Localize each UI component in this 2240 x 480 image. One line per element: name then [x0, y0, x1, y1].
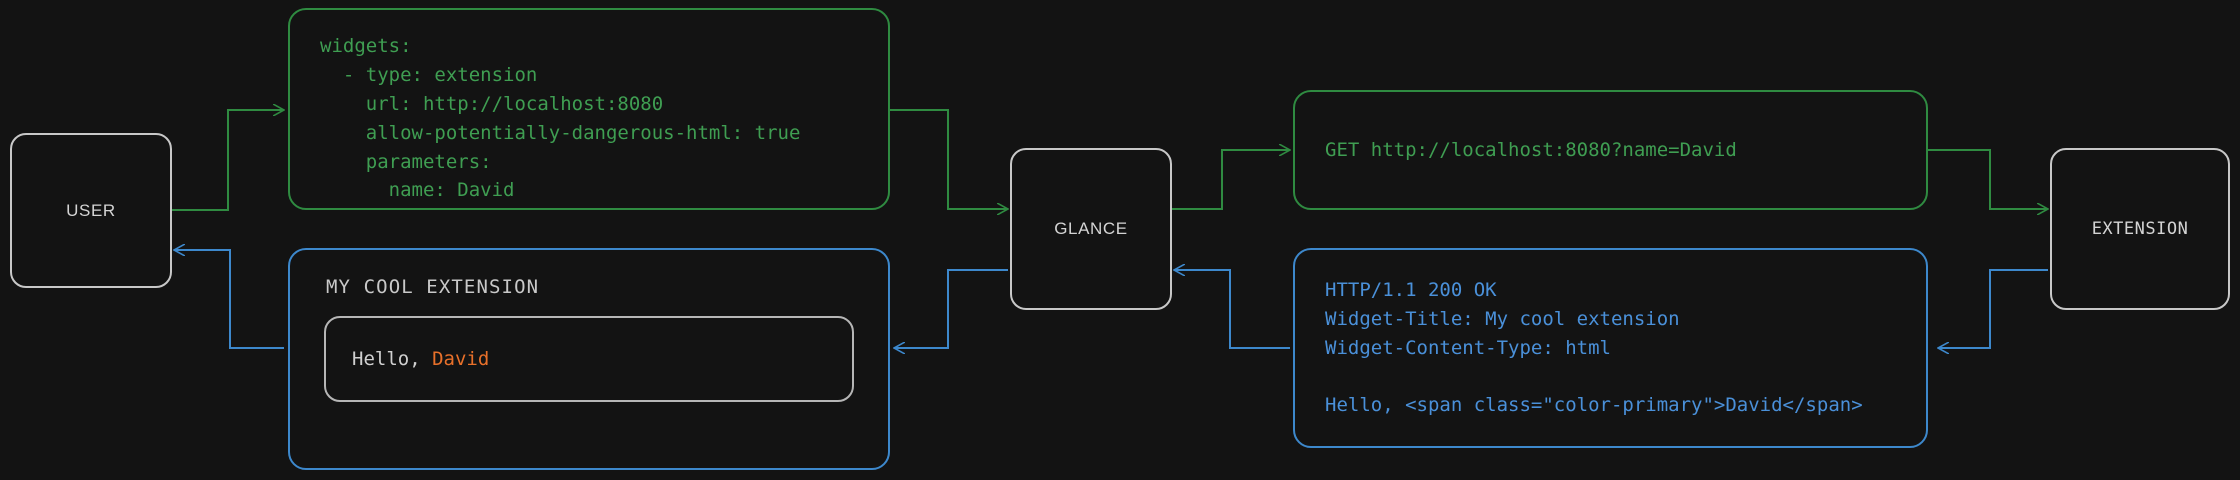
widget-content-card[interactable]: Hello, David	[324, 316, 854, 402]
node-user-label: USER	[66, 200, 116, 220]
edge-request-to-extension	[1928, 149, 2048, 209]
edge-user-to-config	[172, 110, 284, 211]
http-request-text: GET http://localhost:8080?name=David	[1325, 138, 1737, 161]
node-glance[interactable]: GLANCE	[1010, 148, 1172, 310]
edge-glance-to-widget	[894, 269, 1008, 348]
panel-yaml-config[interactable]: widgets: - type: extension url: http://l…	[288, 8, 890, 210]
panel-rendered-widget[interactable]: MY COOL EXTENSION Hello, David	[288, 248, 890, 470]
widget-title: MY COOL EXTENSION	[326, 276, 540, 298]
http-response-text: HTTP/1.1 200 OK Widget-Title: My cool ex…	[1325, 278, 1863, 417]
edge-response-to-glance	[1174, 270, 1290, 349]
edge-extension-to-response	[1938, 269, 2048, 348]
yaml-config-text: widgets: - type: extension url: http://l…	[320, 35, 801, 202]
node-glance-label: GLANCE	[1054, 219, 1128, 238]
node-extension-label: EXTENSION	[2091, 219, 2189, 239]
panel-http-request[interactable]: GET http://localhost:8080?name=David	[1293, 90, 1928, 210]
widget-greeting-prefix: Hello,	[352, 348, 433, 370]
edge-widget-to-user	[174, 250, 284, 349]
panel-http-response[interactable]: HTTP/1.1 200 OK Widget-Title: My cool ex…	[1293, 248, 1928, 448]
widget-greeting-accent-name: David	[432, 348, 490, 370]
edge-config-to-glance	[890, 109, 1008, 209]
edge-glance-to-request	[1172, 150, 1290, 210]
node-extension[interactable]: EXTENSION	[2050, 148, 2230, 310]
widget-greeting-text: Hello, David	[352, 348, 489, 370]
node-user[interactable]: USER	[10, 133, 172, 288]
